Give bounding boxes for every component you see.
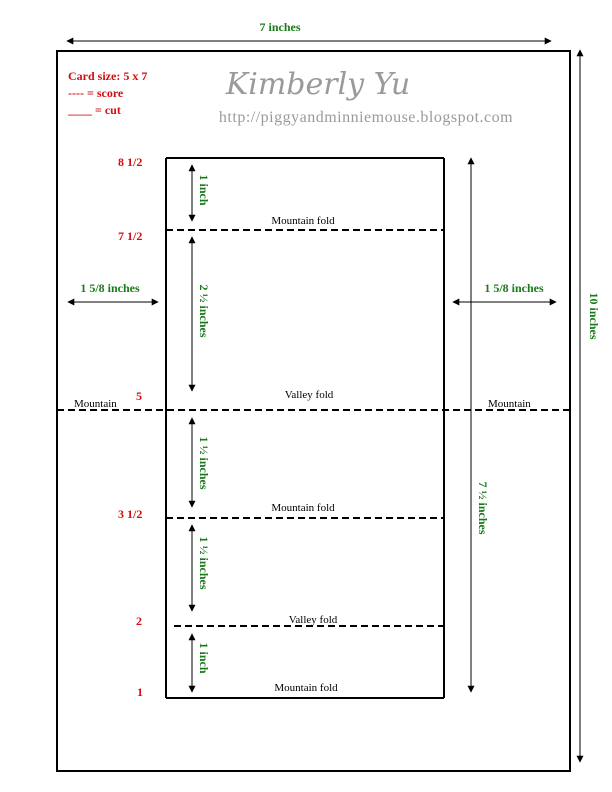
marker-7-1-2: 7 1/2 (118, 229, 142, 243)
marker-2: 2 (136, 614, 142, 628)
score-legend-text: ---- = score (68, 86, 124, 100)
marker-5: 5 (136, 389, 142, 403)
segment-label-4: 1 ½ inches (197, 536, 211, 589)
fold-label-2: Valley fold (285, 389, 334, 401)
segment-label-3: 1 ½ inches (197, 436, 211, 489)
width-label: 7 inches (259, 20, 300, 34)
segment-label-1: 1 inch (197, 174, 211, 205)
author-url: http://piggyandminniemouse.blogspot.com (219, 109, 513, 126)
fold-label-1: Mountain fold (271, 215, 335, 227)
fold-label-4: Valley fold (289, 614, 338, 626)
segment-label-2: 2 ½ inches (197, 284, 211, 337)
left-margin-label: 1 5/8 inches (80, 281, 140, 295)
right-margin-label: 1 5/8 inches (484, 281, 544, 295)
marker-3-1-2: 3 1/2 (118, 507, 142, 521)
marker-8-1-2: 8 1/2 (118, 155, 142, 169)
total-height-label: 7 ½ inches (476, 481, 490, 534)
side-label-left: Mountain (74, 398, 117, 410)
fold-label-3: Mountain fold (271, 502, 335, 514)
author-name: Kimberly Yu (225, 67, 410, 102)
fold-label-5: Mountain fold (274, 682, 338, 694)
height-label: 10 inches (587, 292, 601, 339)
segment-label-5: 1 inch (197, 642, 211, 673)
marker-1: 1 (137, 685, 143, 699)
side-label-right: Mountain (488, 398, 531, 410)
card-size-text: Card size: 5 x 7 (68, 69, 147, 83)
cut-legend-text: ____ = cut (67, 103, 121, 117)
